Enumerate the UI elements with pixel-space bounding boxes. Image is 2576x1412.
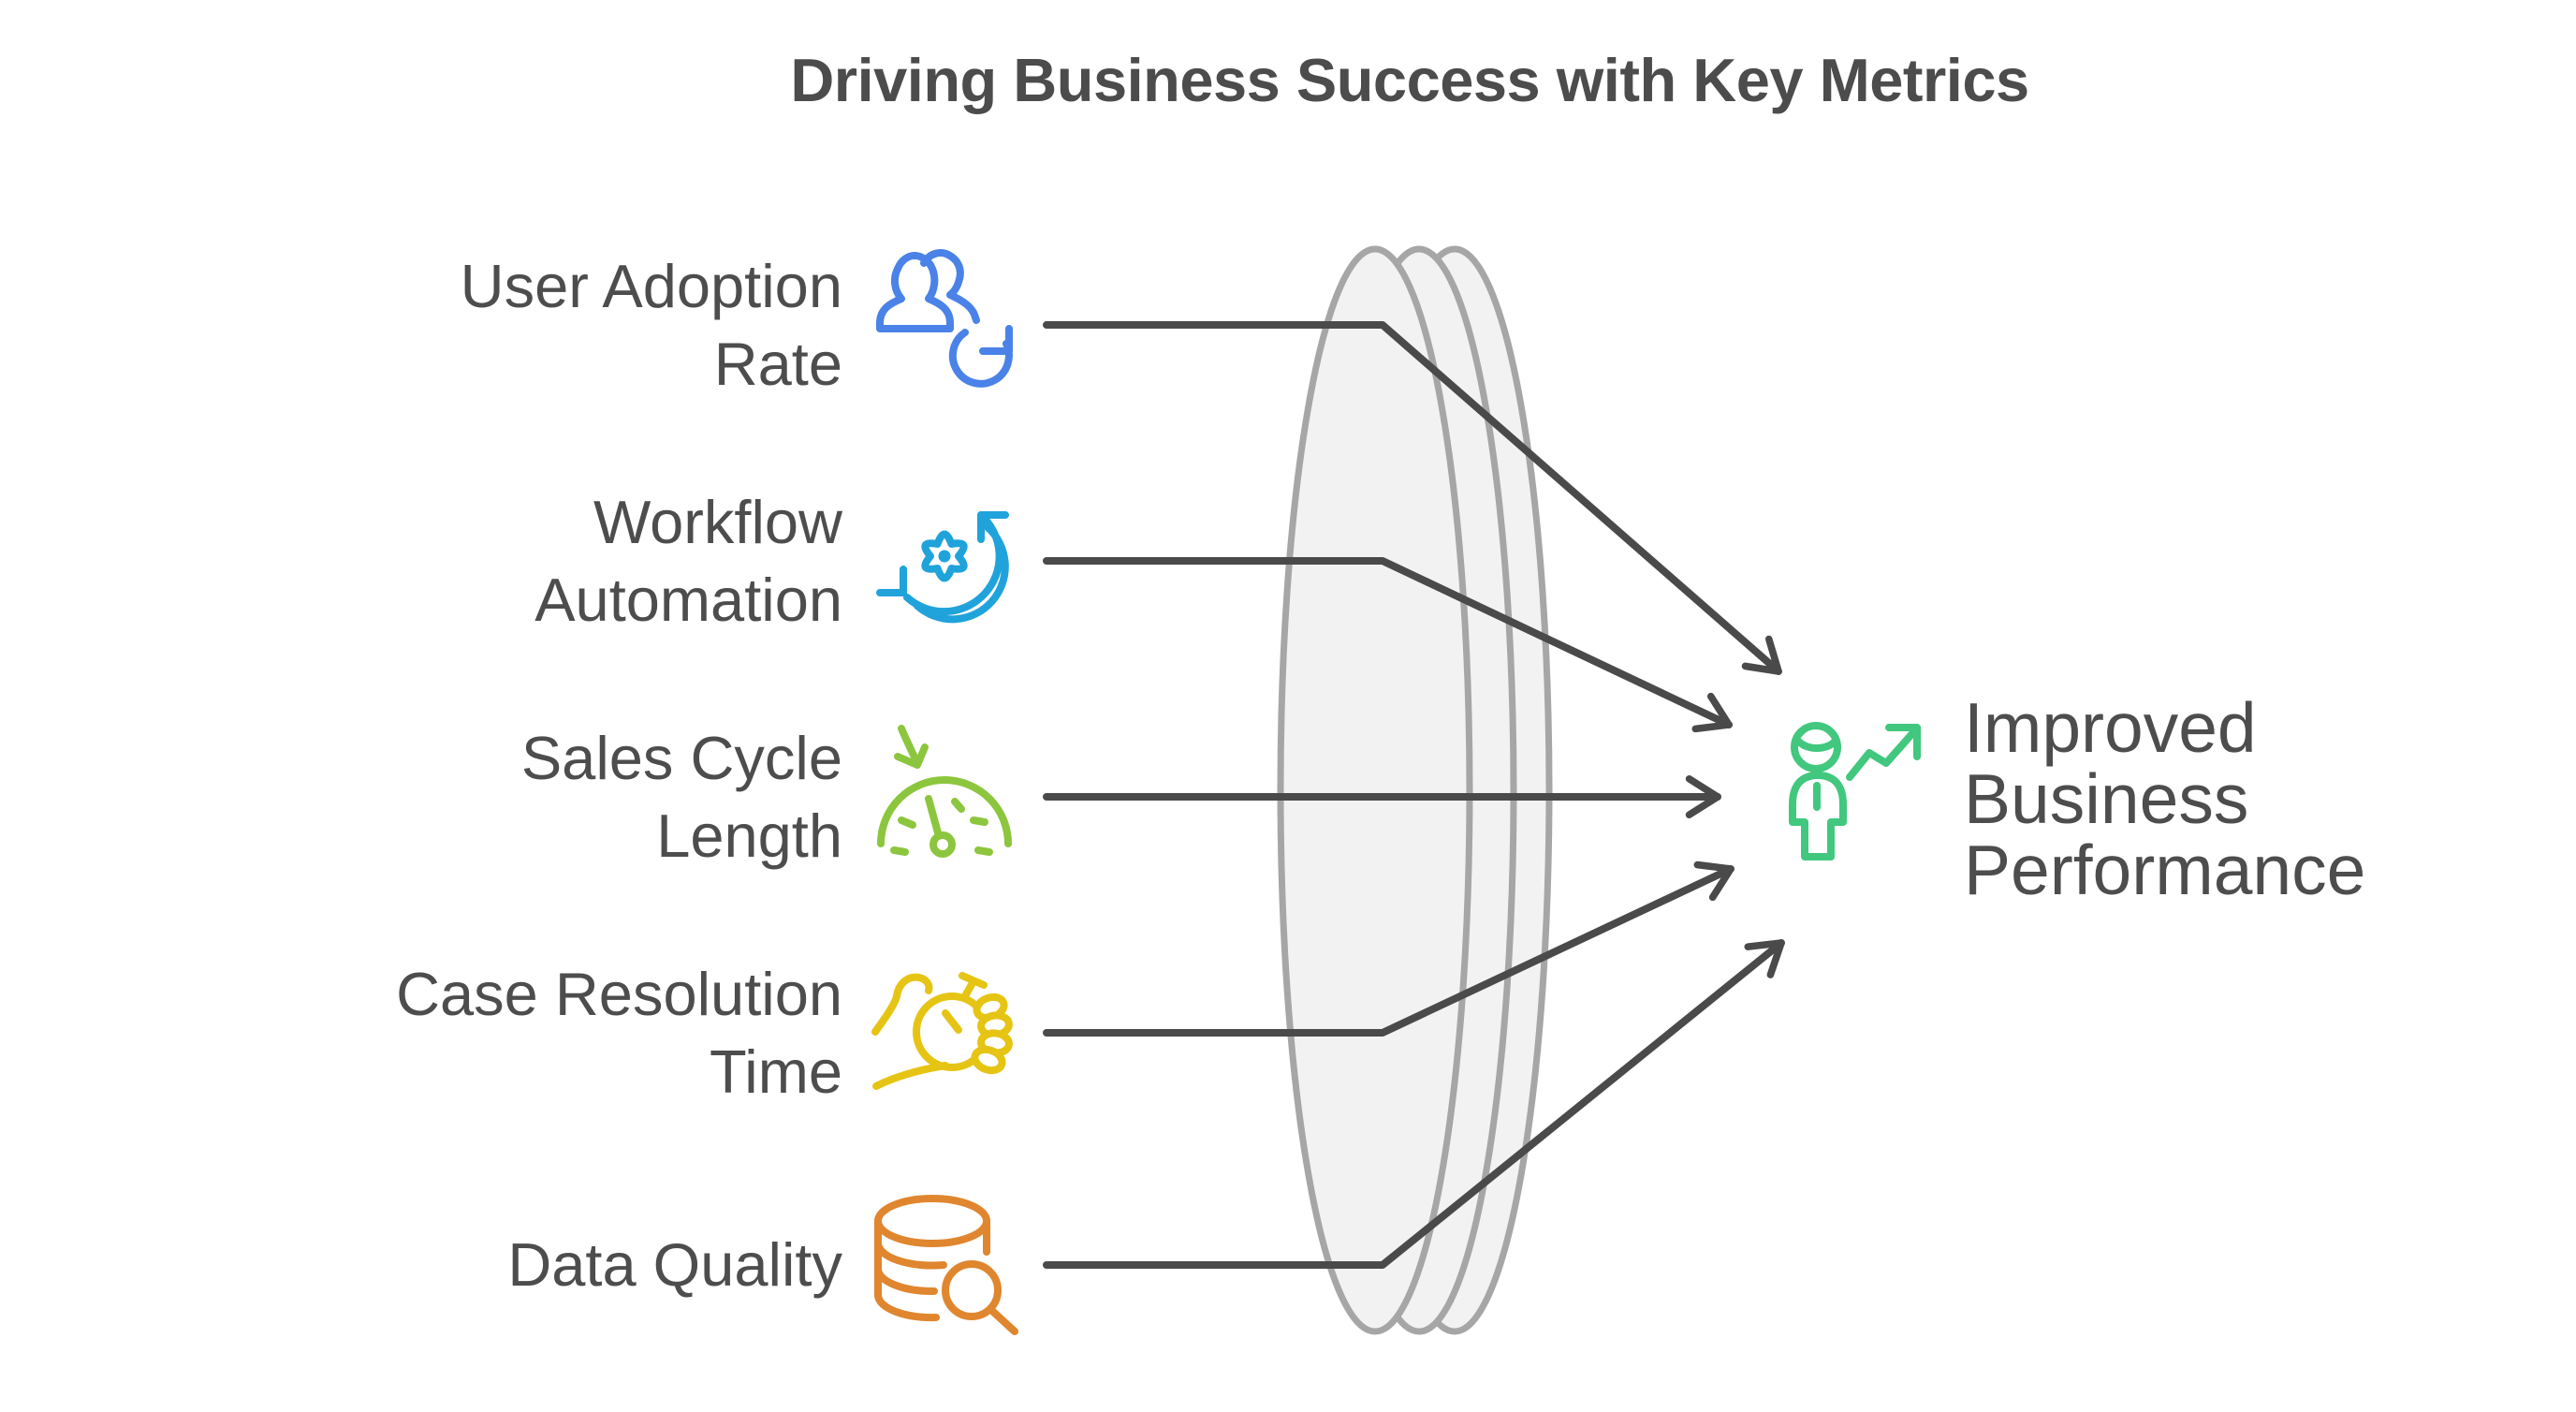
metric-label-workflow: Workflow Automation xyxy=(534,483,842,639)
connector-data-quality xyxy=(1043,939,1785,1269)
connector-user-adoption xyxy=(1043,321,1782,675)
metric-label-line: Data Quality xyxy=(507,1230,842,1299)
outcome-label-line: Business xyxy=(1964,759,2249,838)
metric-label-line: Workflow xyxy=(593,488,842,556)
database-search-icon xyxy=(873,1195,1018,1335)
metric-label-case-resolution: Case Resolution Time xyxy=(396,955,842,1110)
gear-center-dot xyxy=(938,550,951,563)
metric-label-line: Automation xyxy=(534,566,842,634)
person-growth-icon xyxy=(1789,722,1921,860)
connectors xyxy=(1043,321,1785,1269)
metric-label-line: Length xyxy=(656,802,842,870)
connector-case-resolution xyxy=(1043,860,1734,1037)
hand-stopwatch-icon xyxy=(871,972,1013,1090)
outcome-label: Improved Business Performance xyxy=(1964,692,2365,905)
connector-workflow xyxy=(1043,557,1733,733)
metric-label-line: User Adoption xyxy=(460,252,842,320)
metric-label-user-adoption: User Adoption Rate xyxy=(461,247,842,403)
lens-front-ellipse xyxy=(1277,245,1473,1335)
speedometer-decrease-icon xyxy=(877,725,1012,858)
diagram-title: Driving Business Success with Key Metric… xyxy=(790,46,2029,114)
outcome-label-line: Performance xyxy=(1964,831,2366,909)
users-refresh-icon xyxy=(876,249,1013,388)
metric-label-sales-cycle: Sales Cycle Length xyxy=(521,719,842,875)
metric-label-line: Time xyxy=(709,1037,842,1106)
metric-label-line: Rate xyxy=(713,330,842,398)
metric-label-data-quality: Data Quality xyxy=(507,1226,842,1303)
outcome-label-line: Improved xyxy=(1964,688,2257,767)
gear-sync-icon xyxy=(876,511,1009,624)
focus-lens xyxy=(1277,245,1553,1335)
metric-label-line: Case Resolution xyxy=(396,960,842,1028)
metric-label-line: Sales Cycle xyxy=(520,724,842,792)
